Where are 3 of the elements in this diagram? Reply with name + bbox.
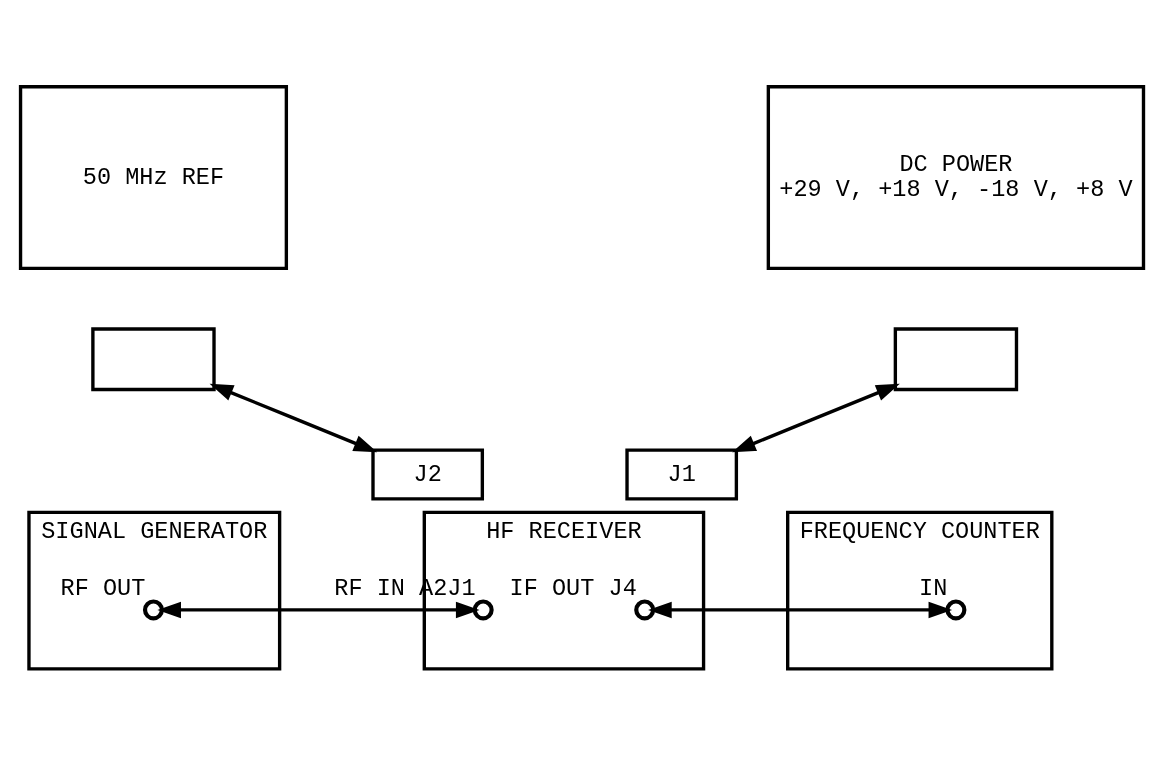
node-label: IF OUT J4 bbox=[509, 574, 637, 602]
node-label: IN bbox=[919, 574, 948, 602]
node-label: RF OUT bbox=[60, 574, 146, 602]
